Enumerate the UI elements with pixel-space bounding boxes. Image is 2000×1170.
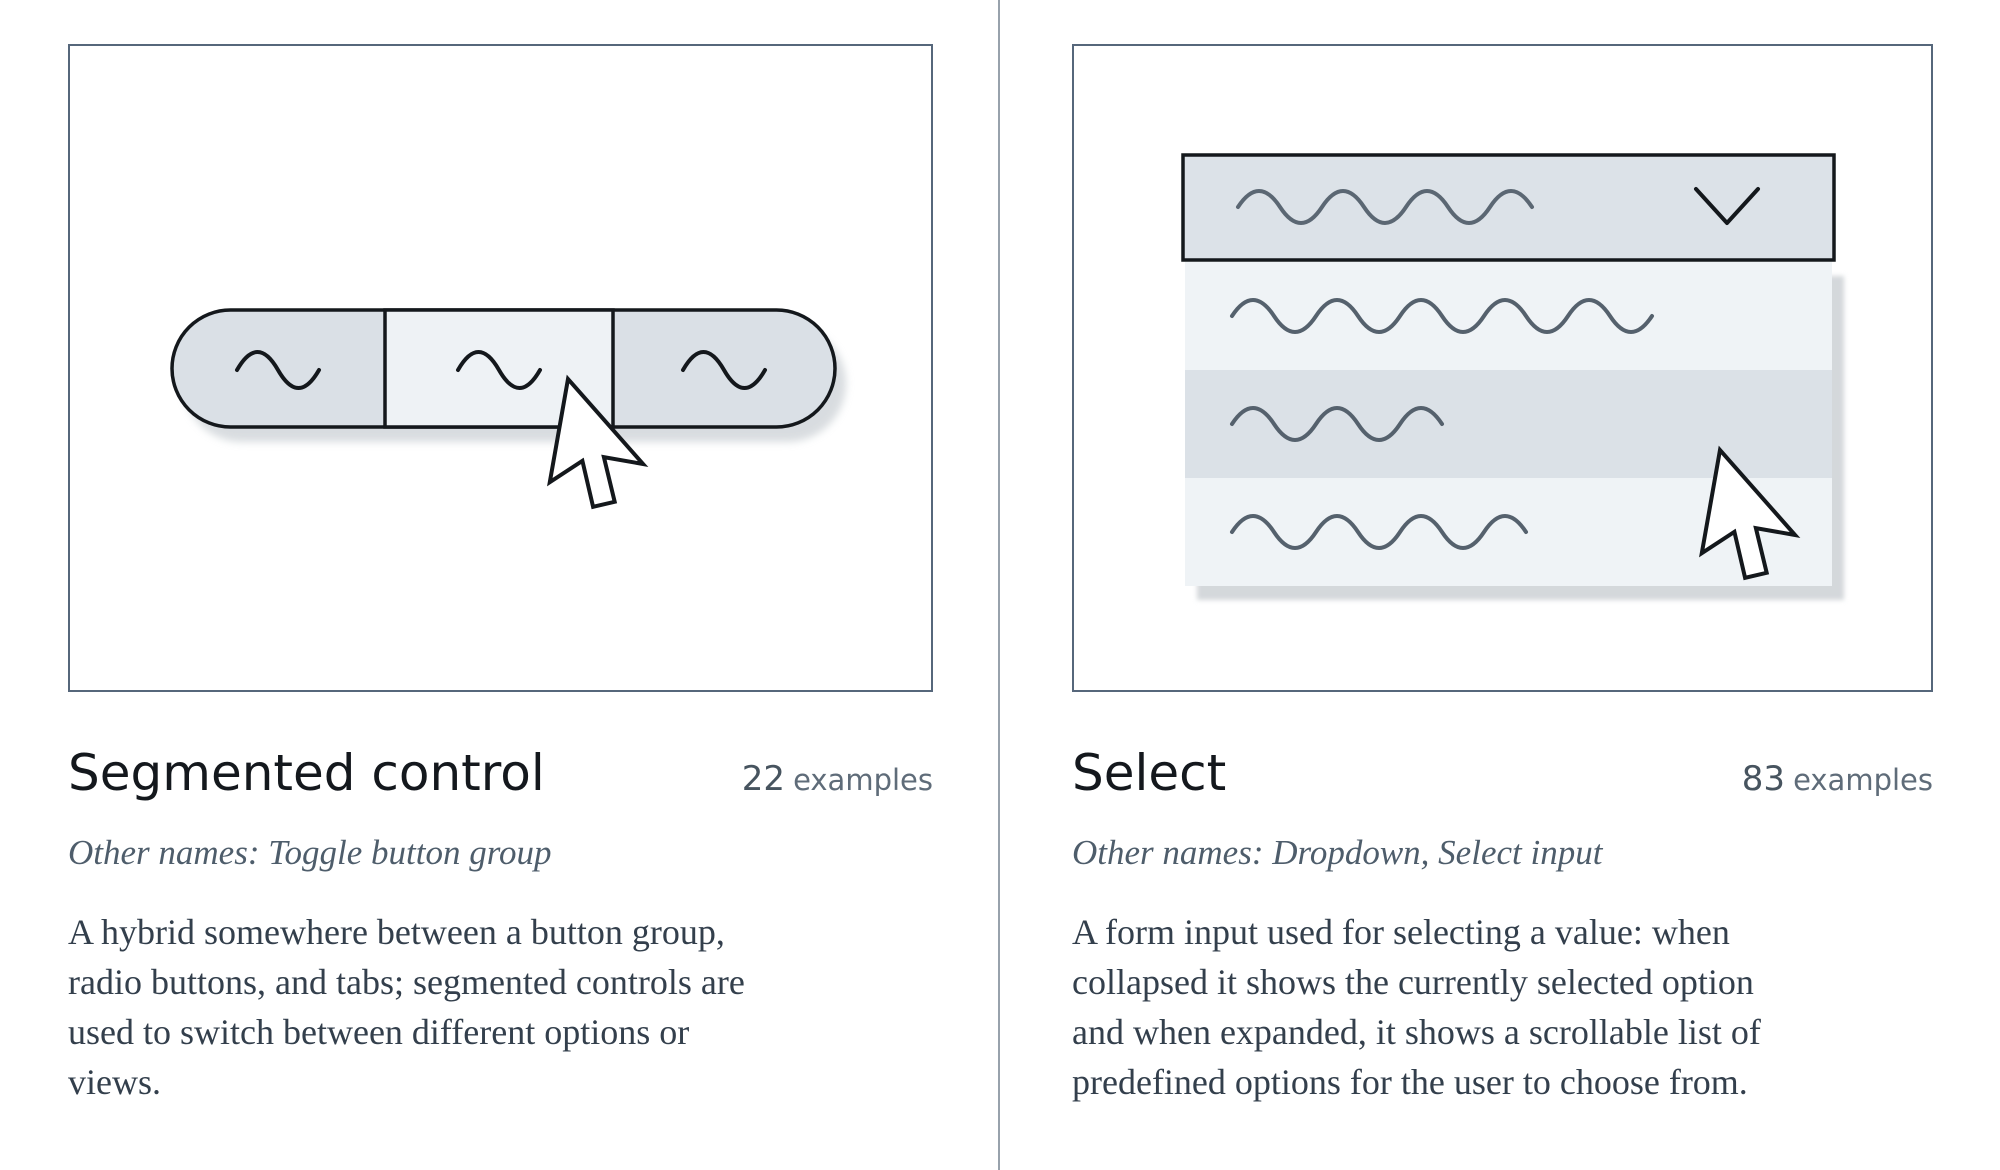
segment-1-squiggle [235,350,321,390]
option-3-squiggle [1230,514,1528,550]
other-names: Other names: Dropdown, Select input [1072,833,1603,872]
examples-count-label: examples [1793,763,1933,797]
cursor-arrow-icon [1699,445,1801,581]
cursor-arrow-icon [547,374,649,510]
card-title: Select [1072,744,1227,802]
segmented-control-sketch [170,308,846,510]
card-description: A form input used for selecting a value:… [1072,912,1761,1102]
examples-count-label: examples [793,763,933,797]
card-description: A hybrid somewhere between a button grou… [68,912,745,1102]
examples-count-number: 22 [741,759,786,799]
segmented-control-illustration[interactable] [68,44,933,692]
chevron-down-icon [1694,187,1760,225]
segment-3-squiggle [681,350,767,390]
segment-2-squiggle [456,350,542,390]
column-divider [998,0,1000,1170]
examples-count-number: 83 [1741,759,1786,799]
option-1-squiggle [1230,298,1654,334]
card-title: Segmented control [68,744,545,802]
selected-value-squiggle [1236,189,1534,225]
other-names: Other names: Toggle button group [68,833,552,872]
select-illustration[interactable] [1072,44,1933,692]
option-2-squiggle [1230,406,1444,442]
select-box [1181,153,1836,262]
option-row-1 [1185,262,1832,370]
option-row-2-highlighted [1185,370,1832,478]
select-sketch [1181,153,1844,600]
